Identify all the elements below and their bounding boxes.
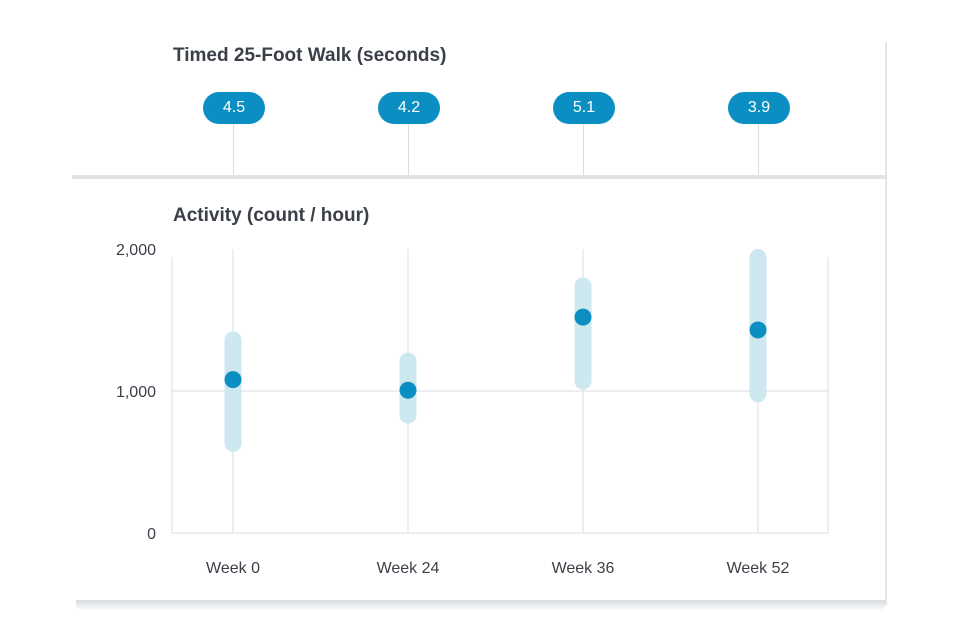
data-point xyxy=(224,371,242,389)
walk-value-badge: 4.2 xyxy=(378,92,440,124)
x-tick-label: Week 36 xyxy=(552,560,615,577)
walk-section-title: Timed 25-Foot Walk (seconds) xyxy=(173,45,447,66)
x-tick-label: Week 24 xyxy=(377,560,440,577)
walk-tick-line xyxy=(758,124,759,175)
data-point xyxy=(574,308,592,326)
data-point xyxy=(749,321,767,339)
walk-value-badge: 3.9 xyxy=(728,92,790,124)
walk-value-badge: 5.1 xyxy=(553,92,615,124)
x-tick-label: Week 52 xyxy=(727,560,790,577)
walk-value-badge: 4.5 xyxy=(203,92,265,124)
y-tick-label: 0 xyxy=(147,526,156,543)
walk-tick-line xyxy=(233,124,234,175)
y-tick-label: 1,000 xyxy=(116,384,156,401)
card-right-border xyxy=(885,42,887,605)
activity-section-title: Activity (count / hour) xyxy=(173,205,370,226)
card-shadow xyxy=(76,600,886,610)
walk-tick-line xyxy=(583,124,584,175)
y-tick-label: 2,000 xyxy=(116,242,156,259)
x-tick-label: Week 0 xyxy=(206,560,260,577)
data-point xyxy=(399,381,417,399)
walk-tick-line xyxy=(408,124,409,175)
section-divider xyxy=(72,175,887,179)
